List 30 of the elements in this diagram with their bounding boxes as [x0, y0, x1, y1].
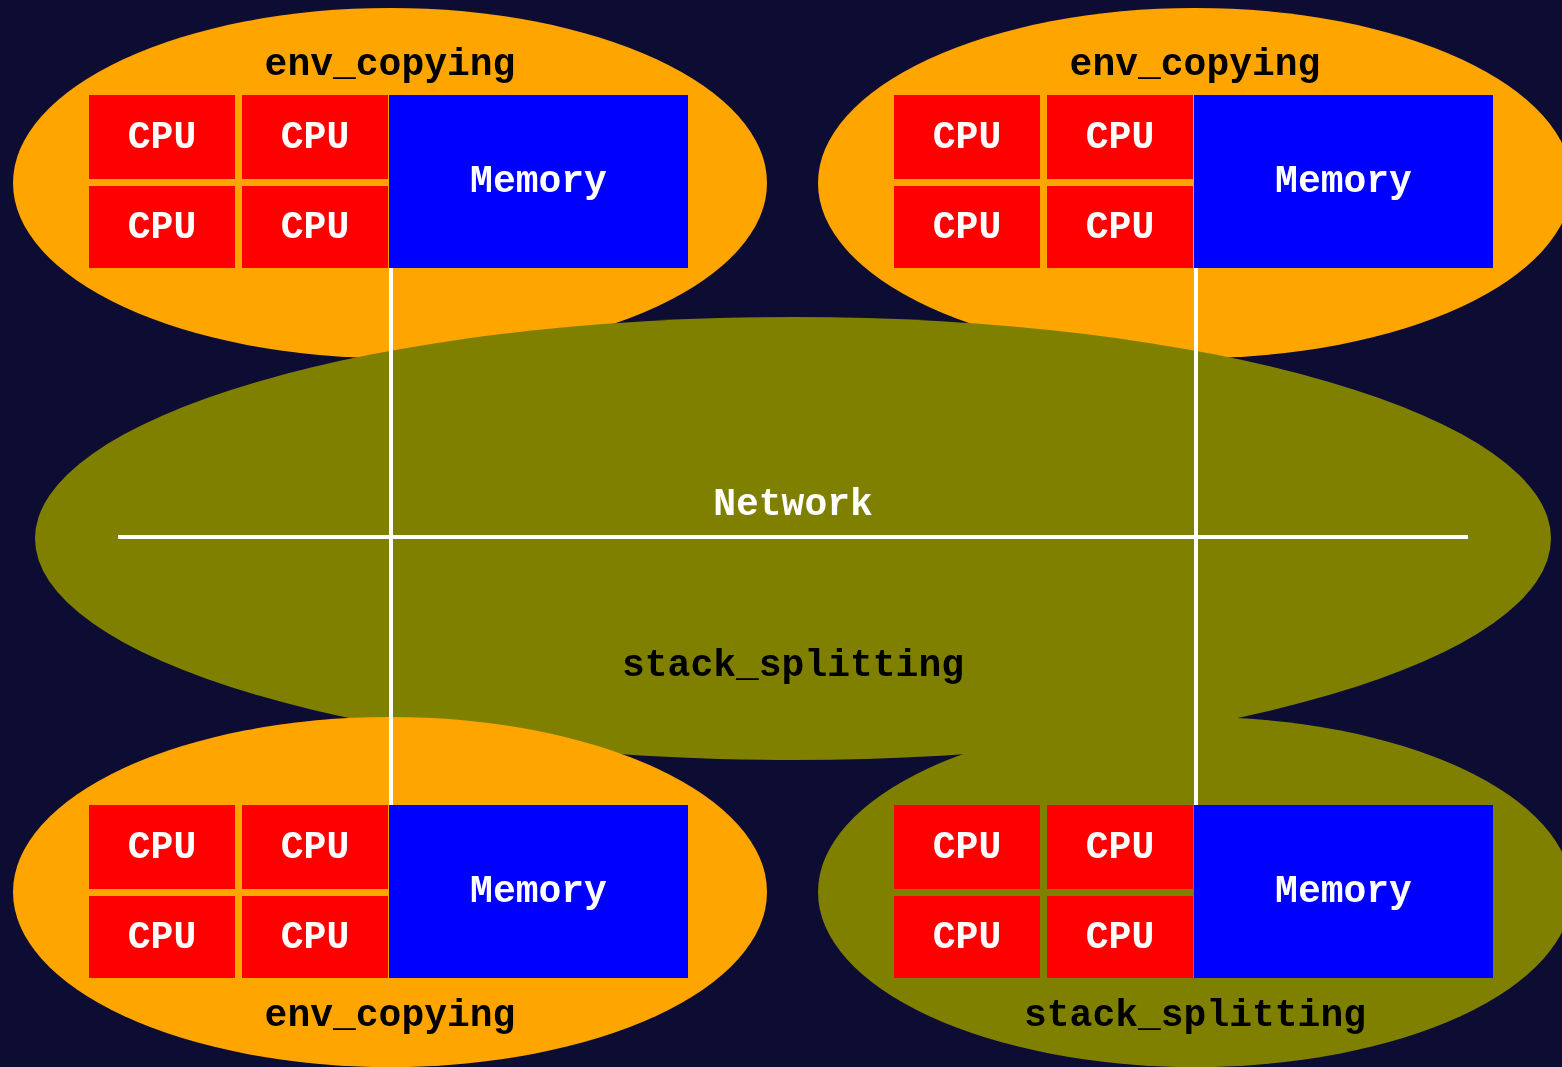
connector-line	[389, 539, 393, 805]
memory-block: Memory	[389, 805, 688, 978]
cpu-block: CPU	[89, 186, 235, 268]
cpu-block: CPU	[894, 805, 1040, 889]
cpu-block: CPU	[894, 95, 1040, 179]
connector-line	[389, 268, 393, 535]
cpu-block: CPU	[894, 896, 1040, 978]
cpu-block: CPU	[89, 805, 235, 889]
cpu-block: CPU	[242, 95, 388, 179]
group-label: stack_splitting	[621, 644, 965, 688]
cpu-block: CPU	[1047, 896, 1193, 978]
cpu-block: CPU	[89, 95, 235, 179]
cpu-block: CPU	[242, 805, 388, 889]
connector-line	[1194, 268, 1198, 535]
network-label: Network	[713, 483, 873, 527]
group-label: stack_splitting	[1023, 994, 1367, 1038]
connector-line	[1194, 539, 1198, 805]
memory-block: Memory	[1194, 805, 1493, 978]
cpu-block: CPU	[1047, 805, 1193, 889]
group-label: env_copying	[264, 994, 516, 1038]
cpu-block: CPU	[242, 896, 388, 978]
cpu-block: CPU	[1047, 186, 1193, 268]
cpu-block: CPU	[89, 896, 235, 978]
group-label: env_copying	[264, 43, 516, 87]
group-label: env_copying	[1069, 43, 1321, 87]
cpu-block: CPU	[242, 186, 388, 268]
memory-block: Memory	[1194, 95, 1493, 268]
memory-block: Memory	[389, 95, 688, 268]
cpu-block: CPU	[1047, 95, 1193, 179]
cpu-block: CPU	[894, 186, 1040, 268]
